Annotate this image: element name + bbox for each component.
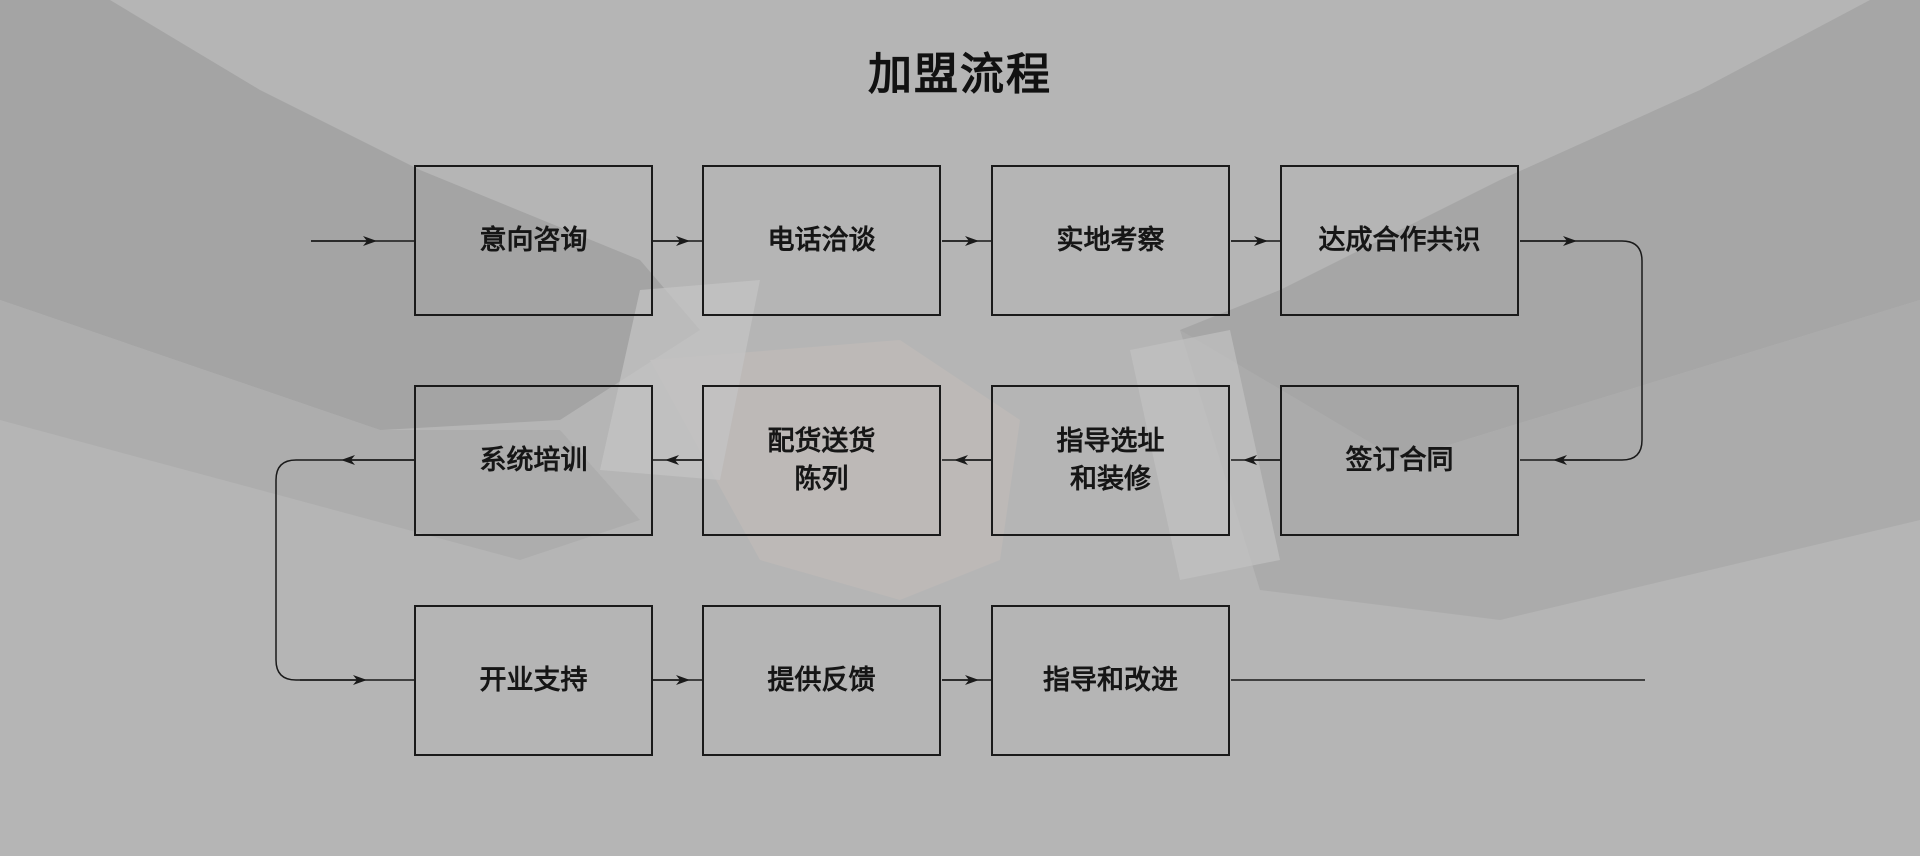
step-intent-consultation: 意向咨询: [414, 165, 653, 316]
step-reach-agreement: 达成合作共识: [1280, 165, 1519, 316]
step-guidance-improvement: 指导和改进: [991, 605, 1230, 756]
step-feedback: 提供反馈: [702, 605, 941, 756]
step-phone-negotiation: 电话洽谈: [702, 165, 941, 316]
step-site-selection-decoration: 指导选址 和装修: [991, 385, 1230, 536]
arrow-4-5-loop: [1520, 240, 1643, 461]
step-delivery-display: 配货送货 陈列: [702, 385, 941, 536]
arrow-8-9-loop: [275, 459, 414, 681]
step-opening-support: 开业支持: [414, 605, 653, 756]
step-sign-contract: 签订合同: [1280, 385, 1519, 536]
step-site-inspection: 实地考察: [991, 165, 1230, 316]
step-system-training: 系统培训: [414, 385, 653, 536]
page-title: 加盟流程: [868, 49, 1052, 100]
